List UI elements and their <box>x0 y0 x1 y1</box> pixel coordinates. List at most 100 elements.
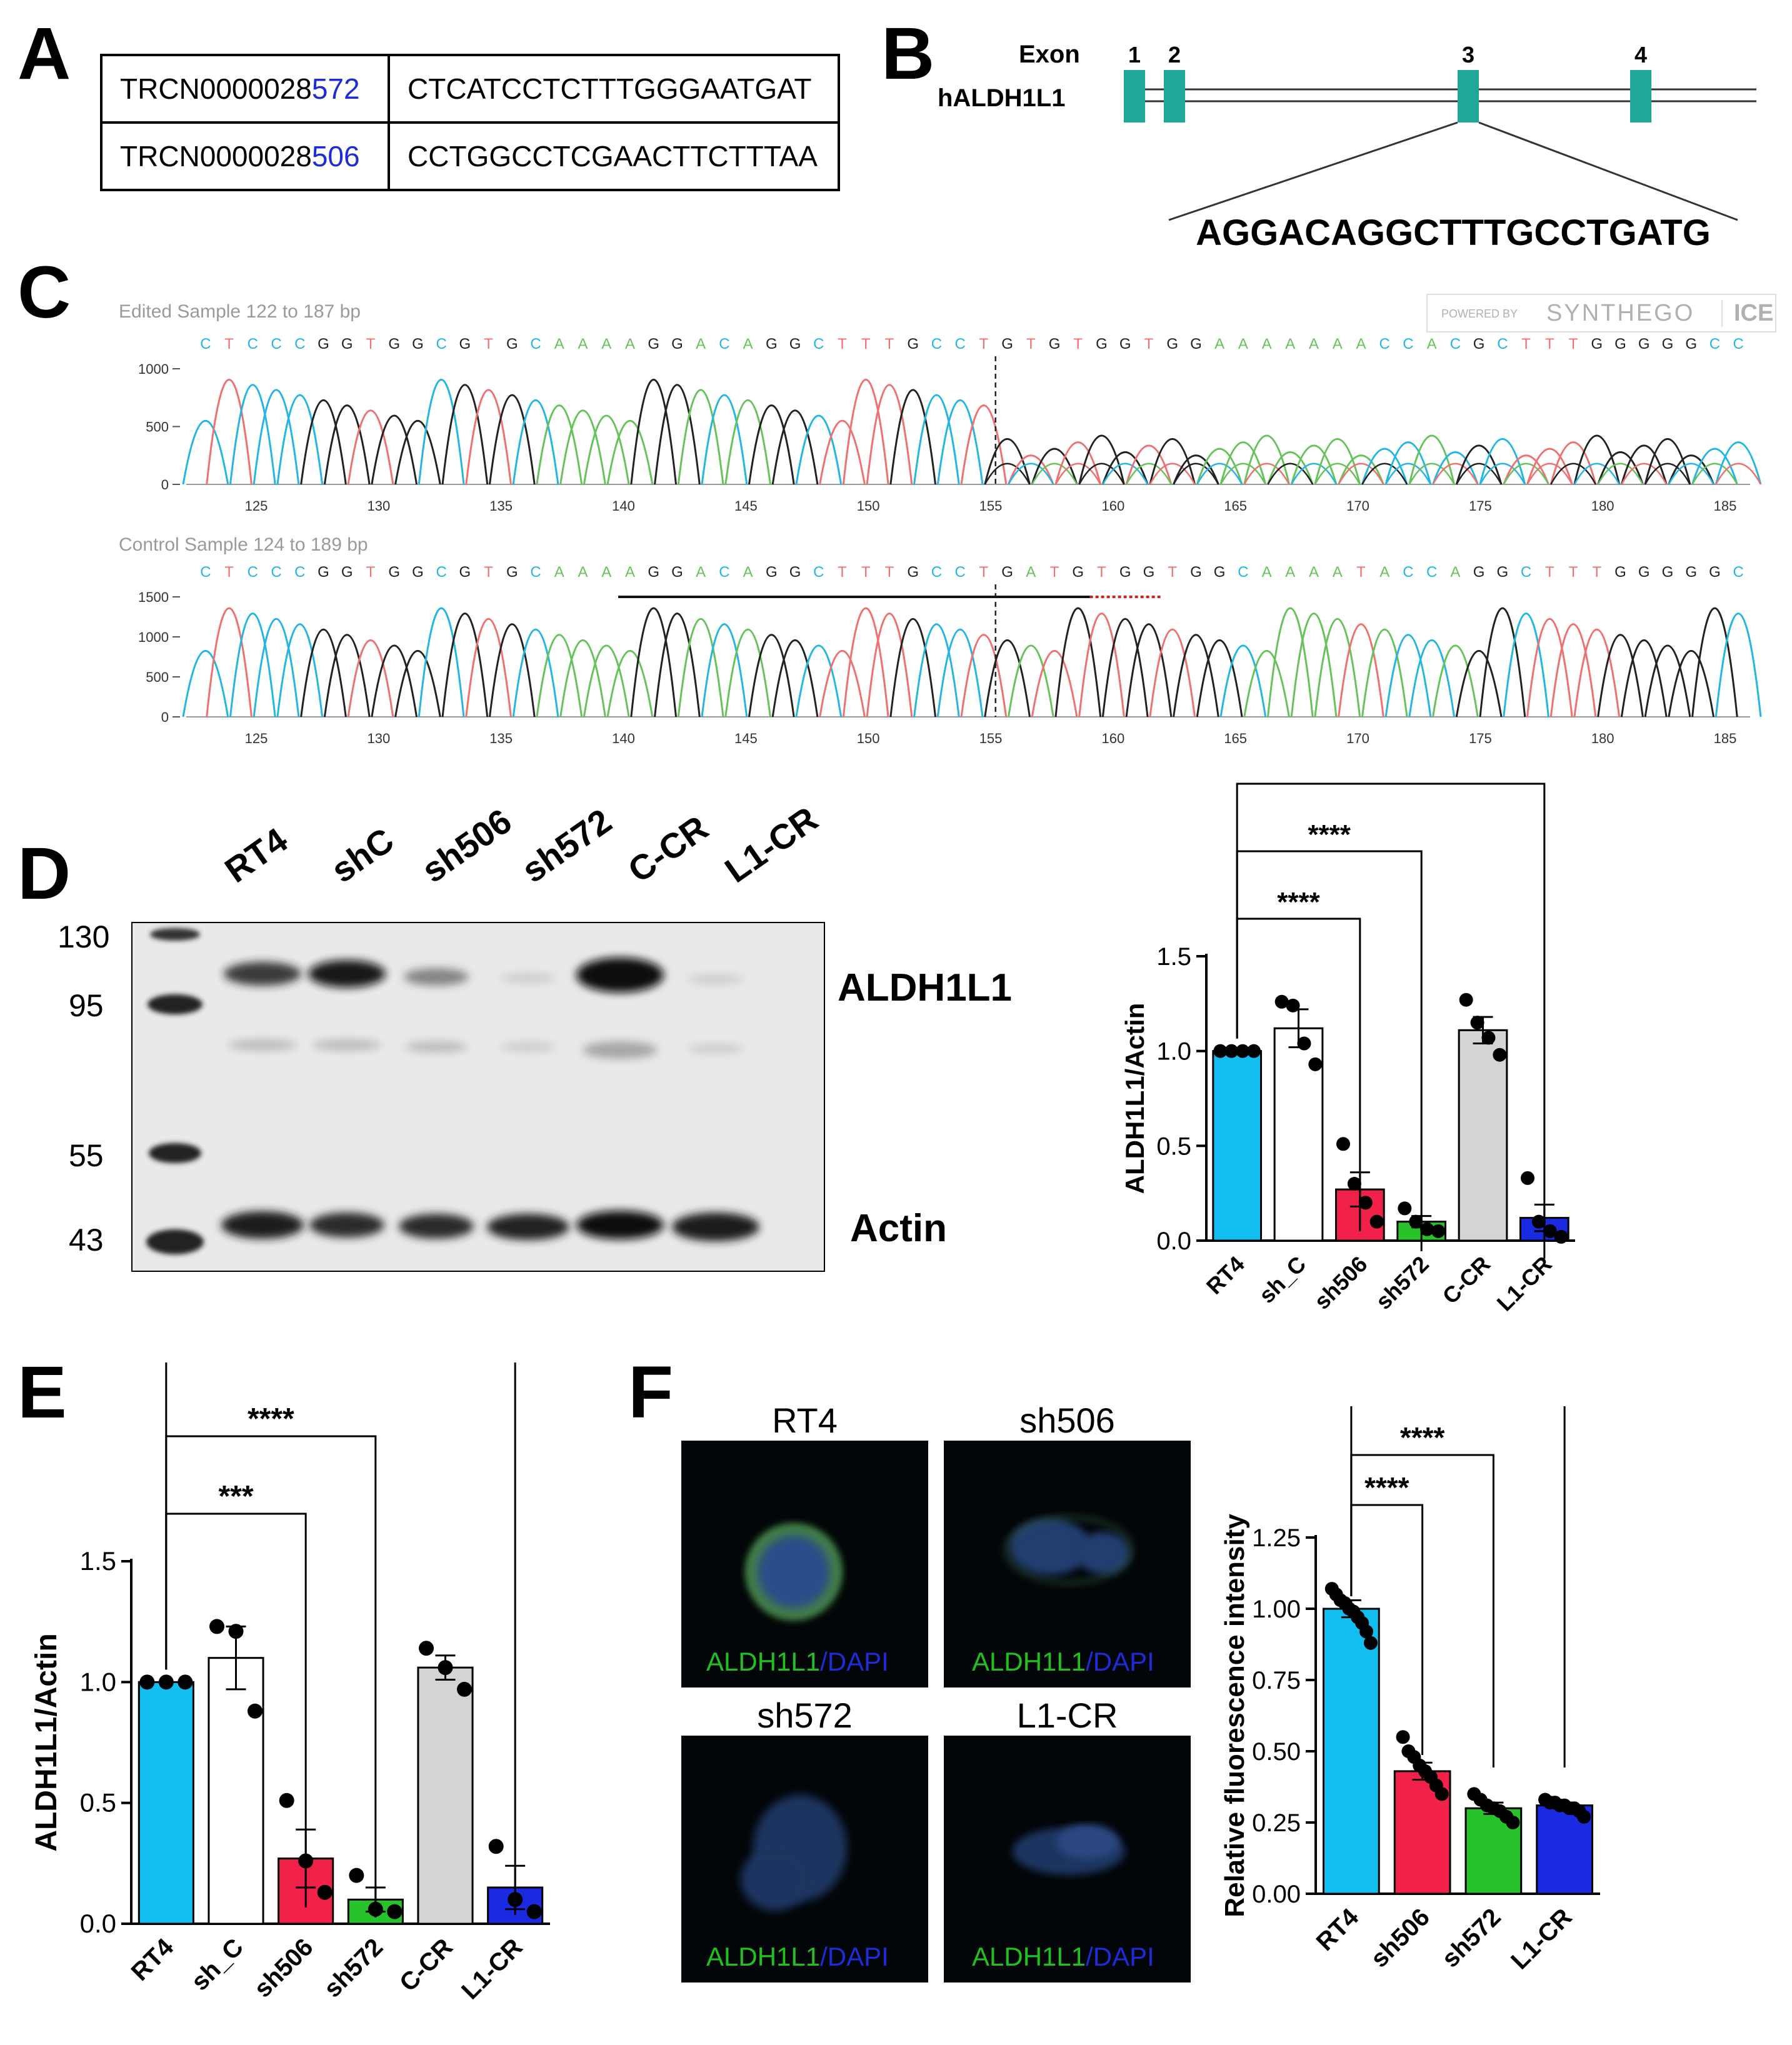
y-tick-label: 0.0 <box>80 1909 116 1938</box>
chromatogram-base-label: T <box>484 336 493 352</box>
data-point <box>1431 1224 1446 1238</box>
chromatogram-base-label: G <box>766 336 778 352</box>
chromatogram-base-label: C <box>1403 564 1413 581</box>
chromatogram-base-label: T <box>1592 564 1601 581</box>
chromatogram-peak <box>323 404 371 485</box>
chromatogram-secondary-peak <box>1361 462 1408 485</box>
chromatogram-peak <box>1432 644 1479 718</box>
chromatogram-base-label: A <box>1309 564 1319 581</box>
chromatogram-peak <box>418 378 465 485</box>
category-label: sh572 <box>319 1933 388 2002</box>
significance-label: **** <box>248 1402 294 1436</box>
chromatogram-peak <box>1243 649 1290 718</box>
exon-3-label: 3 <box>1462 42 1474 68</box>
chromatogram-peak <box>701 394 748 485</box>
shrna-table: TRCN0000028572 CTCATCCTCTTTGGGAATGAT TRC… <box>100 54 840 191</box>
chromatogram-peak <box>1078 612 1125 718</box>
chromatogram-base-label: G <box>671 564 683 581</box>
chromatogram-base-label: A <box>1285 564 1295 581</box>
chromatogram-peak <box>182 649 229 718</box>
data-point <box>247 1703 263 1719</box>
chromatogram-base-label: C <box>1497 336 1508 352</box>
band-label-aldh1l1: ALDH1L1 <box>838 966 1013 1009</box>
chromatogram-x-tick: 180 <box>1591 731 1614 746</box>
significance-label: **** <box>1369 781 1413 782</box>
chromatogram-base-label: A <box>1214 336 1224 352</box>
chromatogram-base-label: A <box>1238 336 1248 352</box>
chromatogram-peak <box>253 618 300 718</box>
exon-2-label: 2 <box>1168 42 1181 68</box>
chromatogram-base-label: G <box>1709 564 1721 581</box>
data-point <box>279 1792 294 1808</box>
chromatogram-base-label: T <box>979 564 989 581</box>
chromatogram-peak <box>465 389 512 485</box>
chromatogram-peak <box>984 438 1031 485</box>
chromatogram-peak <box>1314 438 1361 485</box>
chromatogram-peak <box>842 607 889 718</box>
chromatogram-peak <box>771 639 819 718</box>
chromatogram-base-label: A <box>1450 564 1460 581</box>
chromatogram-base-label: A <box>625 336 635 352</box>
chromatogram-peak <box>441 612 489 718</box>
chromatogram-peak <box>583 414 630 485</box>
bar <box>1323 1608 1380 1895</box>
shrna-id-suffix: 506 <box>311 140 360 172</box>
data-point <box>1398 1201 1412 1216</box>
zoom-line-right <box>1478 121 1738 221</box>
stain-blue: DAPI <box>827 1942 889 1971</box>
chromatogram-base-label: A <box>601 564 611 581</box>
chromatogram-peak <box>677 389 724 485</box>
chromatogram-base-label: A <box>1333 336 1343 352</box>
chromatogram-base-label: T <box>1569 564 1578 581</box>
chromatogram-peak <box>206 378 253 485</box>
chromatogram-base-label: G <box>671 336 683 352</box>
chromatogram-peak <box>1408 434 1455 485</box>
chromatogram-base-label: T <box>838 564 847 581</box>
chromatogram-base-label: G <box>1497 564 1509 581</box>
chromatogram-base-label: T <box>484 564 493 581</box>
gene-name: hALDH1L1 <box>938 84 1065 112</box>
chromatogram-base-label: G <box>1473 336 1485 352</box>
chromatogram-peak <box>1714 612 1762 718</box>
panel-label-f: F <box>628 1351 674 1434</box>
chromatogram-base-label: T <box>1073 336 1083 352</box>
chromatogram-peak <box>1503 612 1549 718</box>
data-point <box>1213 1044 1228 1058</box>
if-stain-label: ALDH1L1/DAPI <box>706 1942 889 1972</box>
chromatogram-base-label: G <box>766 564 778 581</box>
chromatogram-base-label: T <box>224 564 234 581</box>
chromatogram-peak <box>724 628 771 718</box>
chromatogram-secondary-peak <box>1644 462 1691 485</box>
chromatogram-base-label: A <box>578 564 588 581</box>
chromatogram-x-tick: 140 <box>612 498 635 514</box>
chromatogram-secondary-peak <box>1597 462 1644 485</box>
chromatogram-base-label: C <box>1379 336 1390 352</box>
chromatogram-secondary-peak <box>1054 462 1101 485</box>
chromatogram-base-label: G <box>412 564 424 581</box>
data-point <box>1554 1229 1568 1244</box>
chromatogram-peak <box>1054 441 1102 485</box>
chromatogram-peak <box>300 399 347 485</box>
synthego-ice-logo: POWERED BY SYNTHEGO ICE <box>1426 294 1776 332</box>
chromatogram-base-label: A <box>578 336 588 352</box>
chromatogram-peak <box>276 394 324 485</box>
chromatogram-x-tick: 150 <box>857 731 880 746</box>
chromatogram-x-tick: 135 <box>489 731 513 746</box>
chromatogram-base-label: C <box>1733 336 1743 352</box>
chromatogram-peak <box>1054 607 1102 718</box>
chromatogram-base-label: C <box>294 564 305 581</box>
data-point <box>419 1641 434 1656</box>
stain-blue: DAPI <box>1093 1942 1154 1971</box>
chromatogram-peak <box>418 607 465 718</box>
chromatogram-secondary-peak <box>1196 462 1243 485</box>
stain-green: ALDH1L1 <box>706 1942 821 1971</box>
chromatogram-base-label: A <box>601 336 611 352</box>
shrna-id-cell: TRCN0000028572 <box>100 54 390 124</box>
chromatogram-base-label: G <box>318 336 329 352</box>
significance-label: **** <box>1277 887 1320 918</box>
chromatogram-base-label: C <box>1238 564 1248 581</box>
chromatogram-x-tick: 145 <box>734 731 758 746</box>
logo-brand: SYNTHEGO <box>1546 300 1695 326</box>
chromatogram-base-label: G <box>318 564 329 581</box>
chromatogram-base-label: G <box>1001 336 1013 352</box>
